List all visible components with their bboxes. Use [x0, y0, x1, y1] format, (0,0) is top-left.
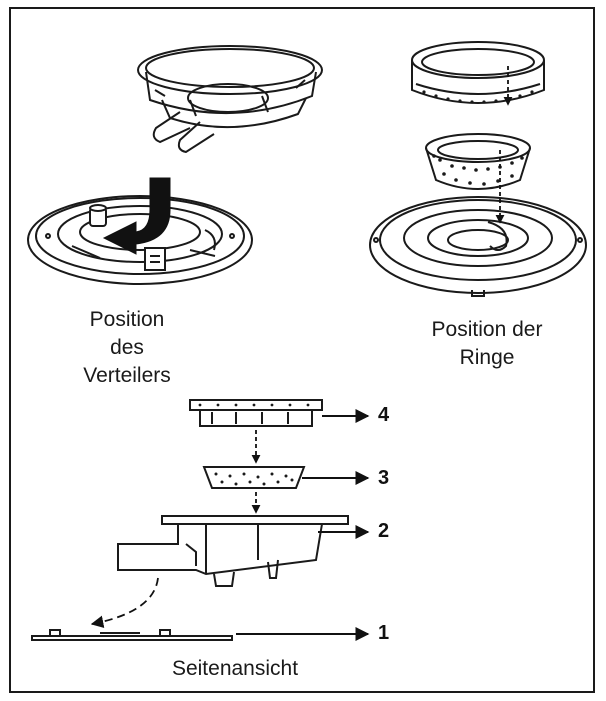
part-number-4: 4 — [378, 404, 390, 426]
caption-line: des — [110, 336, 144, 359]
part-1-base-plate-side — [31, 629, 233, 641]
distributor-cap-top-view — [137, 45, 323, 154]
caption-line: Seitenansicht — [171, 657, 299, 680]
part-2-distributor-body-side — [117, 515, 349, 587]
part-number-3: 3 — [378, 467, 390, 489]
side-view-caption: Seitenansicht — [140, 655, 330, 683]
rings-position-caption: Position der Ringe — [392, 316, 582, 372]
burner-base-ring-seat — [369, 196, 587, 297]
callout-lines — [236, 409, 370, 641]
caption-line: Position der — [431, 318, 543, 341]
ring-placement-arrows — [495, 66, 513, 224]
caption-line: Ringe — [459, 346, 515, 369]
part-3-perforated-ring-side — [202, 466, 306, 489]
caption-line: Position — [89, 308, 165, 331]
distributor-position-caption: Position des Verteilers — [52, 306, 202, 390]
outer-flame-ring — [411, 41, 545, 104]
perforated-inner-ring — [425, 133, 531, 190]
caption-line: Verteilers — [83, 364, 171, 387]
curved-placement-arrow — [102, 177, 171, 255]
assembly-dashed-arrows — [90, 430, 261, 629]
part-number-2: 2 — [378, 520, 390, 542]
part-number-1: 1 — [378, 622, 390, 644]
part-4-outer-ring-side — [189, 399, 323, 427]
diagram-frame — [9, 7, 595, 693]
